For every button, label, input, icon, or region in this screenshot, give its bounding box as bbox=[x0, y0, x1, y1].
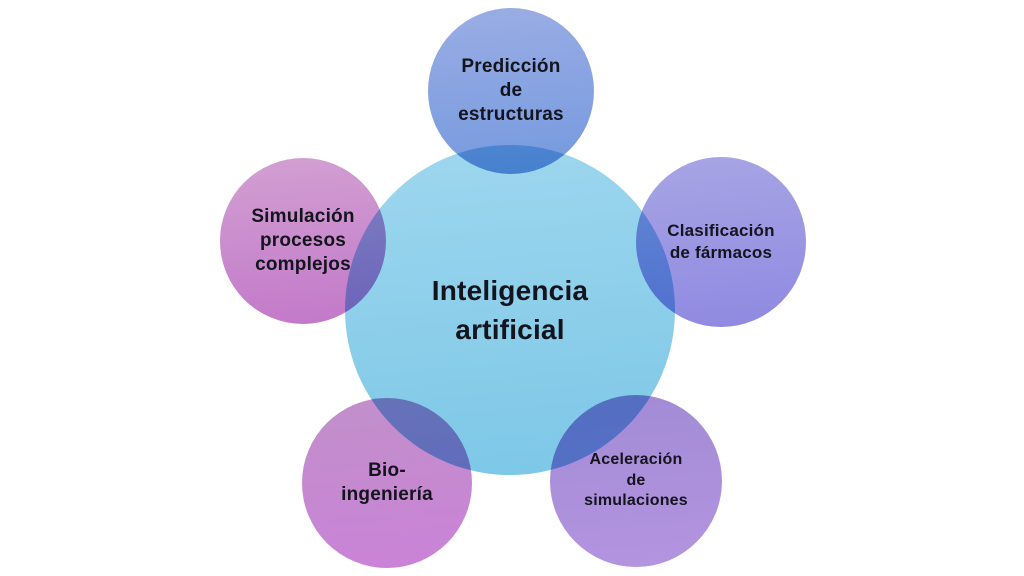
node-circle-prediccion-de-estructuras: Predicción de estructuras bbox=[428, 8, 594, 174]
node-circle-clasificacion-de-farmacos: Clasificación de fármacos bbox=[636, 157, 806, 327]
node-label-aceleracion-de-simulaciones: Aceleración de simulaciones bbox=[584, 451, 688, 510]
node-circle-simulacion-procesos-complejos: Simulación procesos complejos bbox=[220, 158, 386, 324]
node-label-bio-ingenieria: Bio- ingeniería bbox=[341, 459, 433, 505]
node-circle-bio-ingenieria: Bio- ingeniería bbox=[302, 398, 472, 568]
node-label-simulacion-procesos-complejos: Simulación procesos complejos bbox=[251, 205, 355, 276]
center-label: Inteligencia artificial bbox=[431, 274, 589, 345]
node-circle-aceleracion-de-simulaciones: Aceleración de simulaciones bbox=[550, 395, 722, 567]
node-label-prediccion-de-estructuras: Predicción de estructuras bbox=[458, 55, 564, 126]
node-label-clasificacion-de-farmacos: Clasificación de fármacos bbox=[667, 221, 775, 262]
